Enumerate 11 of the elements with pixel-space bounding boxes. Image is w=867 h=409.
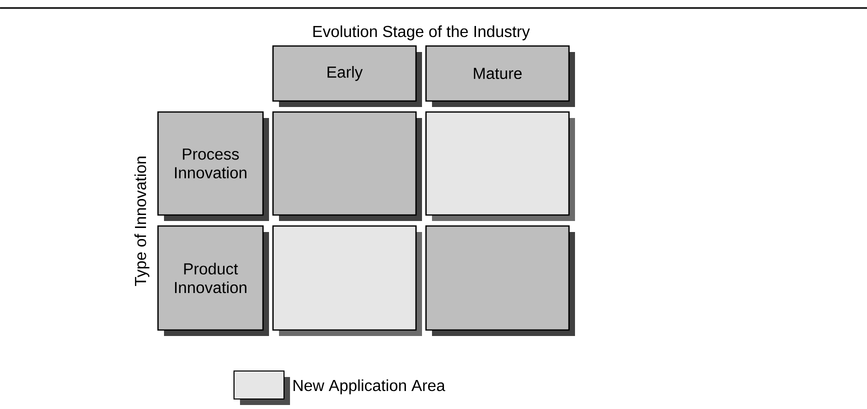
- legend-label: New Application Area: [294, 379, 446, 394]
- empty-cell: [425, 225, 575, 336]
- empty-cell: [425, 111, 575, 221]
- empty-cell: [272, 225, 422, 336]
- header-box: Process Innovation: [157, 111, 269, 221]
- header-box: Mature: [425, 45, 575, 107]
- axis-title: Evolution Stage of the Industry: [313, 25, 530, 40]
- header-box: Early: [272, 45, 422, 107]
- empty-cell: [272, 111, 422, 221]
- axis-title: Type of Innovation: [134, 156, 150, 286]
- header-box: Product Innovation: [157, 225, 269, 336]
